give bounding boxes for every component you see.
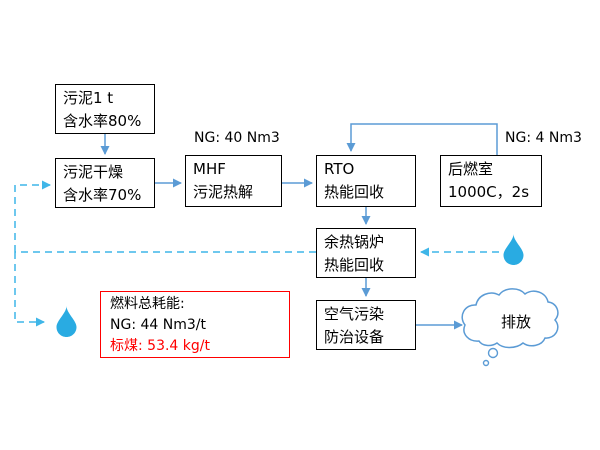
air-pollution-control-line1: 空气污染	[324, 305, 385, 323]
sludge-input-line2: 含水率80%	[63, 112, 142, 130]
ng-afterburner-label: NG: 4 Nm3	[505, 130, 582, 146]
air-pollution-control-line2: 防治设备	[324, 328, 385, 346]
drying-line1: 污泥干燥	[63, 163, 124, 181]
drying-box: 污泥干燥 含水率70%	[55, 158, 155, 208]
mhf-line1: MHF	[193, 160, 226, 178]
afterburner-box: 后燃室 1000C，2s	[440, 155, 542, 207]
rto-line2: 热能回收	[324, 183, 385, 201]
air-pollution-control-box: 空气污染 防治设备	[316, 300, 416, 350]
cloud-tail-bubble-large	[487, 347, 499, 359]
fuel-consumption-ng: NG: 44 Nm3/t	[110, 317, 206, 333]
waste-heat-boiler-line2: 热能回收	[324, 256, 385, 274]
rto-line1: RTO	[324, 160, 355, 178]
waste-heat-boiler-line1: 余热锅炉	[324, 233, 385, 251]
mhf-line2: 污泥热解	[193, 183, 254, 201]
emission-cloud-icon	[461, 288, 559, 349]
sludge-input-box: 污泥1 t 含水率80%	[55, 84, 155, 134]
fuel-consumption-coal: 标煤: 53.4 kg/t	[110, 338, 210, 354]
waste-heat-boiler-box: 余热锅炉 热能回收	[316, 228, 416, 278]
drying-line2: 含水率70%	[63, 186, 142, 204]
dashed-heat-to-drying	[14, 180, 51, 252]
ng-mhf-label: NG: 40 Nm3	[194, 130, 280, 146]
rto-box: RTO 热能回收	[316, 155, 416, 207]
afterburner-line1: 后燃室	[448, 160, 494, 178]
water-droplet-right-icon	[503, 234, 524, 265]
water-droplet-left-icon	[56, 306, 77, 337]
emission-cloud-label: 排放	[501, 313, 532, 331]
dashed-heat-to-water	[14, 252, 45, 327]
sludge-input-line1: 污泥1 t	[63, 89, 114, 107]
fuel-consumption-box: 燃料总耗能: NG: 44 Nm3/t 标煤: 53.4 kg/t	[100, 291, 290, 358]
mhf-box: MHF 污泥热解	[185, 155, 282, 207]
afterburner-line2: 1000C，2s	[448, 183, 530, 201]
fuel-consumption-title: 燃料总耗能:	[110, 296, 185, 312]
arrow-afterburner-to-rto-elbow	[346, 123, 498, 155]
cloud-tail-bubble-small	[482, 359, 490, 367]
